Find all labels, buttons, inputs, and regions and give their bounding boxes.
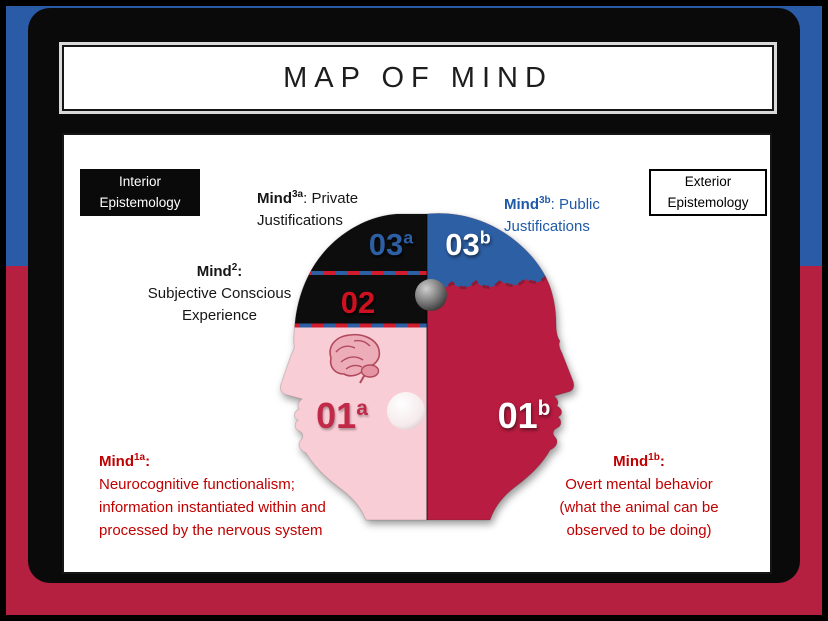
legend-exterior-epistemology: Exterior Epistemology bbox=[649, 169, 767, 216]
legend-interior-epistemology: Interior Epistemology bbox=[80, 169, 200, 216]
region-03b bbox=[427, 213, 547, 289]
puzzle-knob-bottom bbox=[387, 392, 425, 430]
label-mind1a: Mind1a: Neurocognitive functionalism; in… bbox=[99, 452, 326, 539]
label-mind3a: Mind3a: Private Justifications bbox=[257, 189, 359, 229]
diagram-panel: Interior Epistemology Exterior Epistemol… bbox=[62, 133, 772, 574]
page-title: MAP OF MIND bbox=[283, 61, 553, 94]
head-diagram bbox=[279, 212, 575, 521]
region-label-01b: 01b bbox=[497, 395, 551, 436]
label-mind1b: Mind1b: Overt mental behavior (what the … bbox=[559, 452, 719, 539]
region-label-02: 02 bbox=[340, 285, 376, 320]
title-bar: MAP OF MIND bbox=[62, 45, 774, 111]
label-mind3b: Mind3b: Public Justifications bbox=[504, 195, 600, 235]
dashed-wave-03b-01b bbox=[427, 274, 549, 291]
region-01b-head bbox=[426, 212, 575, 521]
puzzle-knob-top bbox=[415, 279, 447, 311]
region-label-03a: 03a bbox=[368, 227, 414, 262]
region-label-01a: 01a bbox=[316, 395, 368, 436]
label-mind2: Mind2: Subjective Conscious Experience bbox=[147, 262, 292, 324]
brain-illustration bbox=[329, 333, 381, 384]
region-label-03b: 03b bbox=[445, 227, 491, 262]
